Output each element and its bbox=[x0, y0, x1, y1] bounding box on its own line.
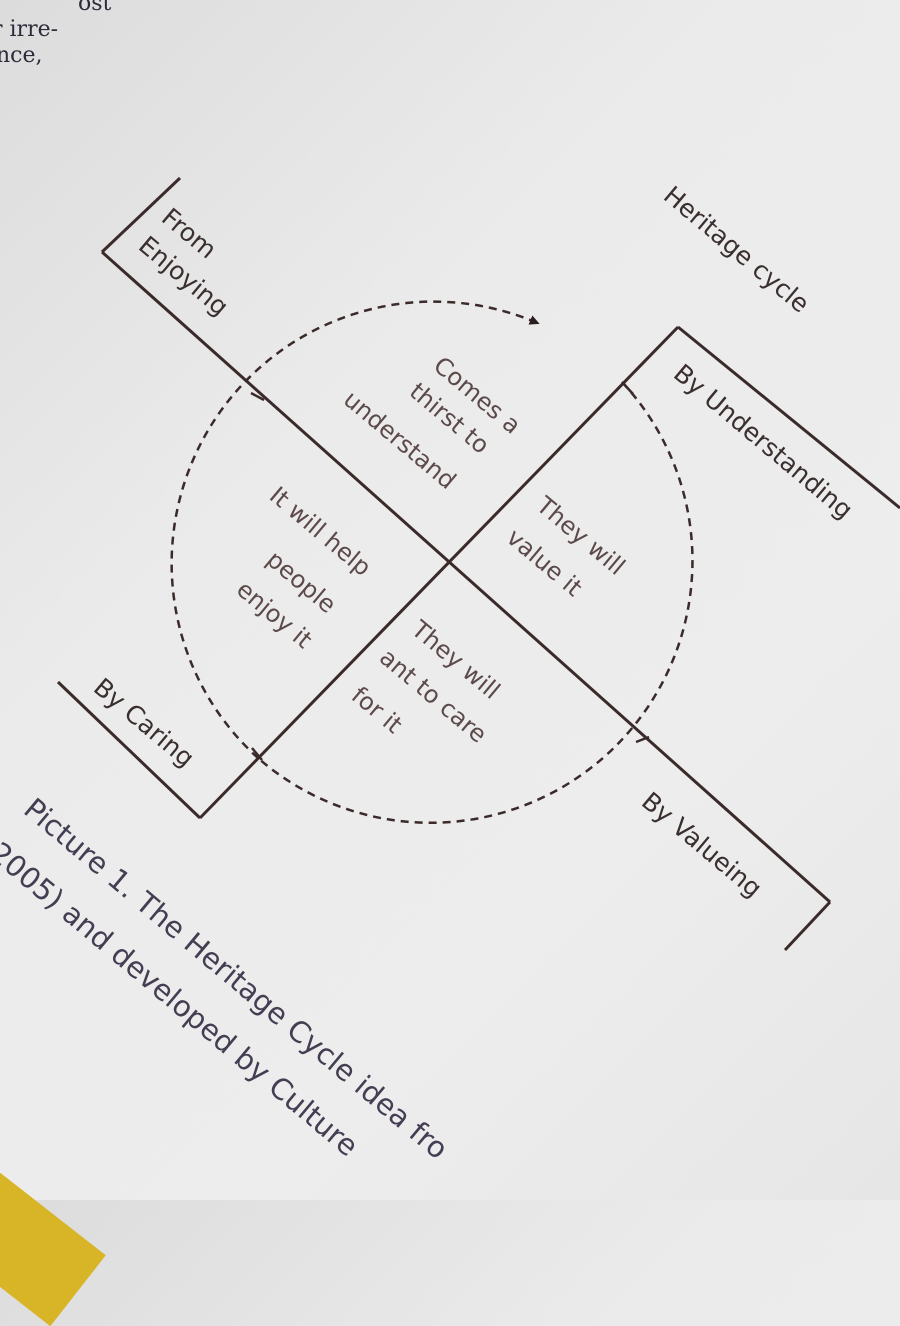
cycle-structure bbox=[56, 176, 900, 952]
caption-line-1: Picture 1. The Heritage Cycle idea fro bbox=[18, 791, 455, 1166]
caption-line-2: 2005) and developed by Culture bbox=[0, 835, 365, 1163]
quadrant-bottom-text: They will ant to care for it bbox=[346, 615, 505, 749]
bracket-top-right-end bbox=[677, 325, 900, 510]
label-by-caring: By Caring bbox=[88, 672, 200, 772]
quadrant-bottom-line-3: for it bbox=[346, 681, 407, 739]
axis-enjoying-valueing bbox=[101, 250, 831, 904]
body-text-line-2: r irre- bbox=[0, 17, 58, 42]
dashed-cycle-arrow bbox=[170, 300, 540, 759]
diagram-title: Heritage cycle bbox=[658, 180, 815, 318]
bracket-bottom-left-end bbox=[56, 680, 202, 820]
label-by-valueing: By Valueing bbox=[636, 786, 767, 903]
bracket-bottom-right-end bbox=[783, 900, 832, 952]
axis-ticks bbox=[250, 381, 650, 761]
label-by-understanding: By Understanding bbox=[668, 358, 858, 524]
body-text-line-3: nce, bbox=[0, 43, 43, 68]
body-text-line-1: ost bbox=[78, 0, 112, 16]
heritage-cycle-diagram: ost r irre- nce, Heritage cycle From Enj… bbox=[0, 0, 900, 1166]
body-text-fragments: ost r irre- nce, bbox=[0, 0, 112, 68]
dashed-cycle-return bbox=[257, 381, 694, 825]
quadrant-left-text: It will help people enjoy it bbox=[231, 481, 376, 654]
axis-caring-understanding bbox=[198, 325, 680, 820]
quadrant-top-text: Comes a thirst to understand bbox=[338, 351, 526, 495]
bracket-top-left-end bbox=[100, 176, 182, 254]
stage-labels: From Enjoying By Understanding By Valuei… bbox=[88, 202, 858, 903]
figure-caption: Picture 1. The Heritage Cycle idea fro 2… bbox=[0, 791, 455, 1166]
quadrant-right-text: They will value it bbox=[501, 491, 630, 602]
